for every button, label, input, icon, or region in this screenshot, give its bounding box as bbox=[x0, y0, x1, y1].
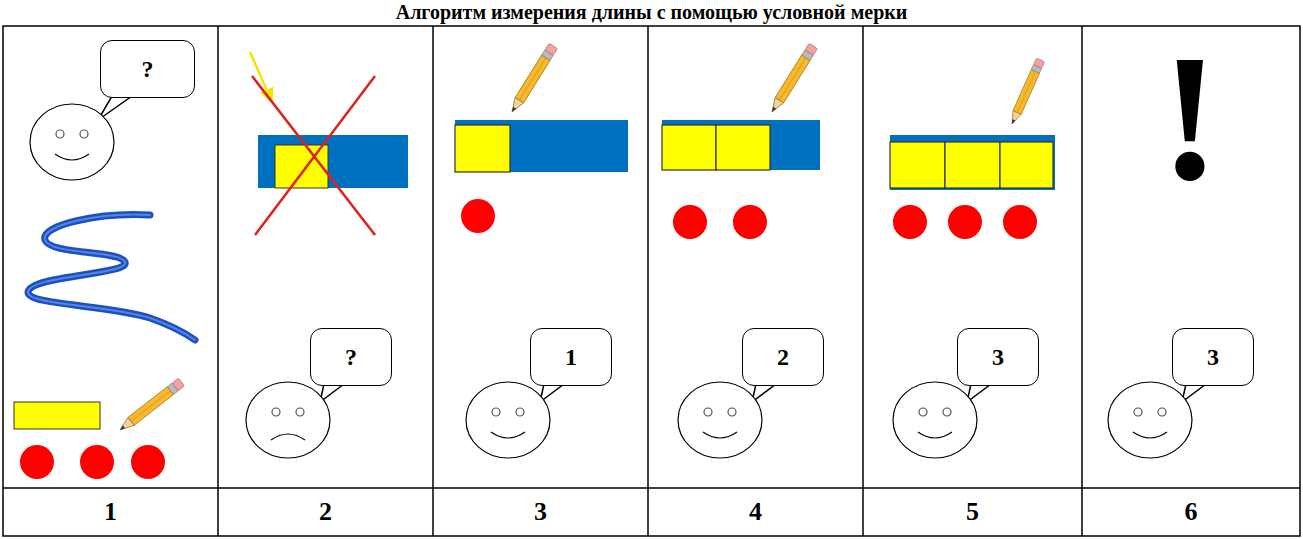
speech-bubble: ? bbox=[100, 40, 195, 98]
blue-band bbox=[890, 135, 1055, 190]
measure-square bbox=[662, 125, 716, 170]
step-number: 2 bbox=[266, 499, 386, 525]
bubble-text: 3 bbox=[992, 343, 1004, 371]
ribbon bbox=[28, 215, 195, 340]
speech-bubble: 3 bbox=[1172, 328, 1254, 386]
smiling-face bbox=[893, 382, 977, 458]
measure-square bbox=[455, 125, 510, 172]
step-number: 3 bbox=[481, 499, 601, 525]
speech-bubble: ? bbox=[310, 328, 392, 386]
counter-dot bbox=[893, 205, 927, 239]
counter-dot bbox=[1003, 205, 1037, 239]
bubble-text: ? bbox=[345, 343, 357, 371]
speech-bubble: 3 bbox=[957, 328, 1039, 386]
speech-bubble: 2 bbox=[742, 328, 824, 386]
counter-dot bbox=[80, 445, 114, 479]
smiling-face bbox=[678, 382, 762, 458]
measure-square bbox=[275, 145, 328, 188]
counter-dot bbox=[461, 199, 495, 233]
measure-square bbox=[890, 142, 945, 188]
blue-band bbox=[662, 120, 820, 170]
pencil bbox=[508, 43, 558, 114]
speech-bubble: 1 bbox=[530, 328, 612, 386]
measure-strip bbox=[14, 402, 100, 429]
diagram-title: Алгоритм измерения длины с помощью услов… bbox=[0, 0, 1303, 24]
cross-line bbox=[255, 76, 375, 235]
step-number: 4 bbox=[696, 499, 816, 525]
bubble-text: 2 bbox=[777, 343, 789, 371]
pencil bbox=[768, 43, 818, 114]
step-number: 6 bbox=[1131, 499, 1251, 525]
bubble-text: ? bbox=[142, 55, 154, 83]
step-number: 5 bbox=[913, 499, 1033, 525]
measure-square bbox=[716, 125, 770, 170]
pencil bbox=[117, 378, 185, 434]
bubble-text: 3 bbox=[1207, 343, 1219, 371]
smiling-face bbox=[30, 104, 114, 180]
exclamation-mark: ! bbox=[1110, 28, 1270, 208]
step-number: 1 bbox=[51, 499, 171, 525]
sad-face bbox=[246, 382, 330, 458]
counter-dot bbox=[733, 205, 767, 239]
measure-square bbox=[945, 142, 1000, 188]
measure-square bbox=[1000, 142, 1053, 188]
pencil bbox=[1008, 58, 1045, 126]
ribbon-shade bbox=[28, 215, 195, 340]
table-grid bbox=[3, 26, 1300, 536]
counter-dot bbox=[131, 445, 165, 479]
smiling-face bbox=[1108, 382, 1192, 458]
smiling-face bbox=[466, 382, 550, 458]
blue-band bbox=[455, 120, 628, 172]
bubble-text: 1 bbox=[565, 343, 577, 371]
counter-dot bbox=[948, 205, 982, 239]
cross-line bbox=[252, 76, 375, 235]
counter-dot bbox=[20, 445, 54, 479]
counter-dot bbox=[673, 205, 707, 239]
